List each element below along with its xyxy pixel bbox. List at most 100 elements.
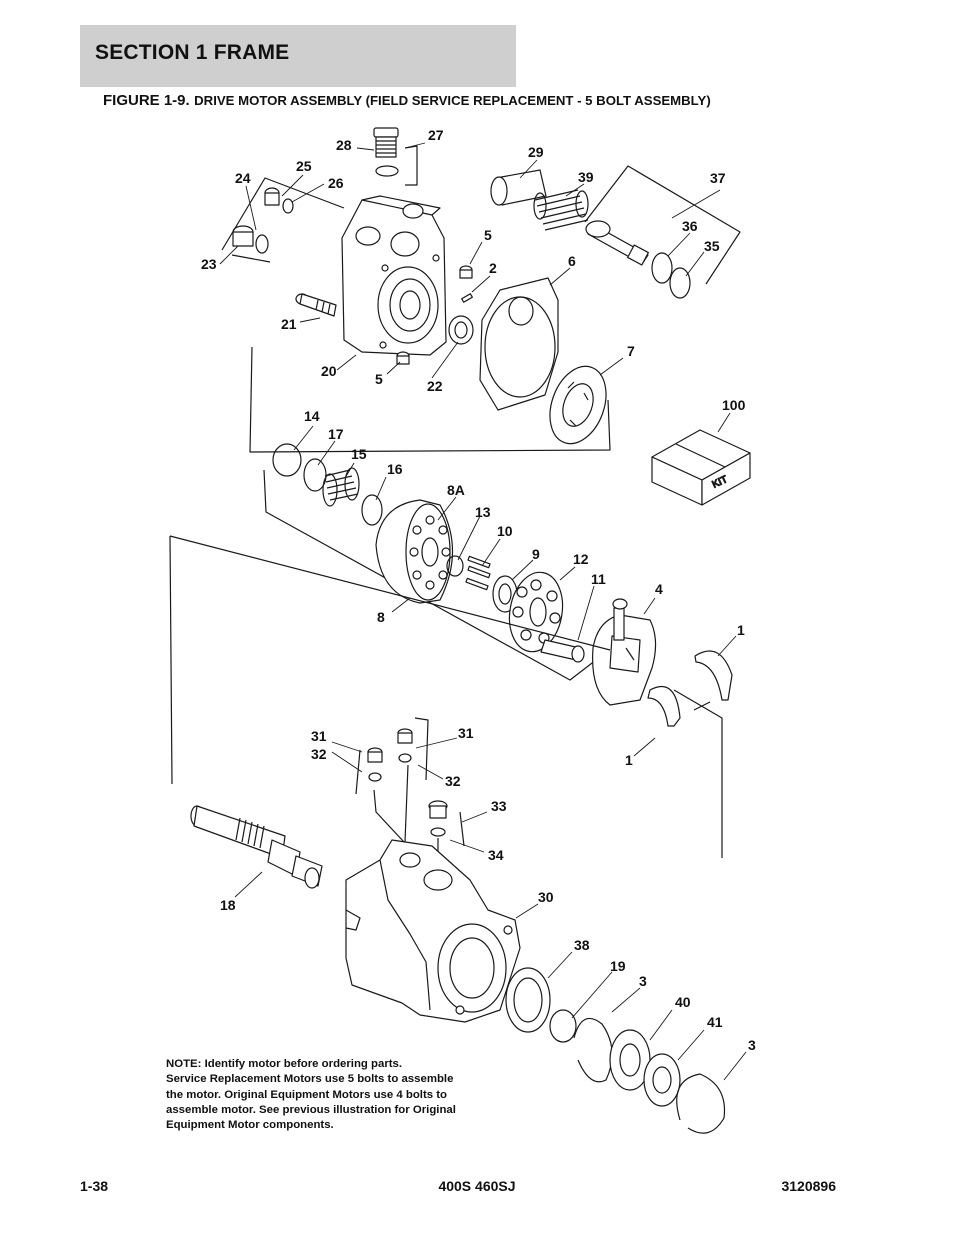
part-31-plug-right xyxy=(397,728,413,744)
callout-17: 17 xyxy=(328,426,344,442)
part-14-oring xyxy=(272,443,302,477)
part-7-port-plate xyxy=(549,365,607,445)
callout-38: 38 xyxy=(574,937,590,953)
callout-21: 21 xyxy=(281,316,297,332)
callout-39: 39 xyxy=(578,169,594,185)
callout-35: 35 xyxy=(704,238,720,254)
section-title: SECTION 1 FRAME xyxy=(95,41,290,64)
callout-5-upper: 5 xyxy=(484,227,492,243)
callout-7: 7 xyxy=(627,343,635,359)
part-18-drive-shaft xyxy=(190,805,323,889)
part-12-piston-plate xyxy=(508,571,564,653)
part-35-ring xyxy=(669,267,691,299)
part-40-seal xyxy=(609,1029,651,1091)
part-17-washer xyxy=(303,458,327,492)
part-28-plug xyxy=(373,127,399,158)
callout-1-upper: 1 xyxy=(737,622,745,638)
callout-1-lower: 1 xyxy=(625,752,633,768)
part-4-swashplate xyxy=(592,598,657,706)
callout-18: 18 xyxy=(220,897,236,913)
callout-32-left: 32 xyxy=(311,746,327,762)
part-27-seal xyxy=(375,165,399,177)
part-32-seal-right xyxy=(398,753,412,763)
part-1-bearing-upper xyxy=(694,650,733,701)
part-1-bearing-lower xyxy=(647,685,681,727)
callout-34: 34 xyxy=(488,847,504,863)
callout-13: 13 xyxy=(475,504,491,520)
part-36-oring xyxy=(651,252,673,284)
part-24-seal xyxy=(255,234,269,254)
callout-9: 9 xyxy=(532,546,540,562)
callout-8: 8 xyxy=(377,609,385,625)
callout-14: 14 xyxy=(304,408,320,424)
callout-8a: 8A xyxy=(447,482,465,498)
callout-26: 26 xyxy=(328,175,344,191)
part-31-plug-left xyxy=(367,747,383,763)
callout-28: 28 xyxy=(336,137,352,153)
figure-caption: DRIVE MOTOR ASSEMBLY (FIELD SERVICE REPL… xyxy=(194,93,711,108)
part-3-retaining-ring-lower xyxy=(676,1073,726,1134)
part-22-bearing xyxy=(448,315,474,345)
part-32-seal-left xyxy=(368,772,382,782)
part-13-ring xyxy=(446,555,464,577)
ordering-note: NOTE: Identify motor before ordering par… xyxy=(166,1058,456,1132)
part-5-pin-upper xyxy=(459,265,473,279)
callout-24: 24 xyxy=(235,170,251,186)
callout-labels: 28 27 29 25 24 26 39 37 36 35 5 2 23 6 2… xyxy=(201,127,756,1053)
part-15-spring xyxy=(322,467,360,507)
callout-36: 36 xyxy=(682,218,698,234)
part-39-spring xyxy=(533,189,589,231)
callout-5-lower: 5 xyxy=(375,371,383,387)
callout-3-lower: 3 xyxy=(748,1037,756,1053)
part-5-pin-lower xyxy=(396,351,410,365)
part-38-bearing xyxy=(505,967,551,1033)
callout-37: 37 xyxy=(710,170,726,186)
callout-31-left: 31 xyxy=(311,728,327,744)
part-21-bolt xyxy=(295,293,337,317)
part-34-seal xyxy=(430,827,446,837)
part-3-retaining-ring-upper xyxy=(573,1017,613,1083)
part-2-pin xyxy=(461,293,473,303)
callout-31-right: 31 xyxy=(458,725,474,741)
section-header-bar xyxy=(80,25,516,87)
callout-12: 12 xyxy=(573,551,589,567)
footer-model: 400S 460SJ xyxy=(438,1178,516,1194)
part-10-pins xyxy=(465,555,491,591)
callout-22: 22 xyxy=(427,378,443,394)
part-11-shaft-piston xyxy=(540,639,585,663)
callout-23: 23 xyxy=(201,256,217,272)
callout-11: 11 xyxy=(591,571,606,587)
footer-doc-number: 3120896 xyxy=(781,1178,836,1194)
callout-15: 15 xyxy=(351,446,367,462)
callout-2: 2 xyxy=(489,260,497,276)
callout-100: 100 xyxy=(722,397,746,413)
callout-29: 29 xyxy=(528,144,544,160)
part-100-kit-box xyxy=(651,429,751,506)
part-19-ring xyxy=(549,1009,577,1043)
part-33-plug xyxy=(428,800,448,819)
callout-40: 40 xyxy=(675,994,691,1010)
part-30-motor-housing xyxy=(345,839,521,1023)
callout-4: 4 xyxy=(655,581,663,597)
part-20-cover-housing xyxy=(341,195,447,356)
callout-27: 27 xyxy=(428,127,444,143)
callout-30: 30 xyxy=(538,889,554,905)
footer-page-number: 1-38 xyxy=(80,1178,109,1194)
callout-33: 33 xyxy=(491,798,507,814)
part-37-spool xyxy=(585,220,649,266)
callout-3-upper: 3 xyxy=(639,973,647,989)
part-26-seal xyxy=(282,198,294,214)
part-23-plug xyxy=(232,225,254,247)
callout-6: 6 xyxy=(568,253,576,269)
part-6-gasket xyxy=(479,277,559,411)
part-41-washer xyxy=(643,1053,681,1107)
callout-10: 10 xyxy=(497,523,513,539)
callout-20: 20 xyxy=(321,363,337,379)
part-8a-cylinder-block xyxy=(375,499,453,604)
figure-title: FIGURE 1-9. DRIVE MOTOR ASSEMBLY (FIELD … xyxy=(103,92,711,110)
callout-41: 41 xyxy=(707,1014,723,1030)
callout-32-right: 32 xyxy=(445,773,461,789)
callout-25: 25 xyxy=(296,158,312,174)
callout-16: 16 xyxy=(387,461,403,477)
part-16-washer xyxy=(361,494,383,526)
